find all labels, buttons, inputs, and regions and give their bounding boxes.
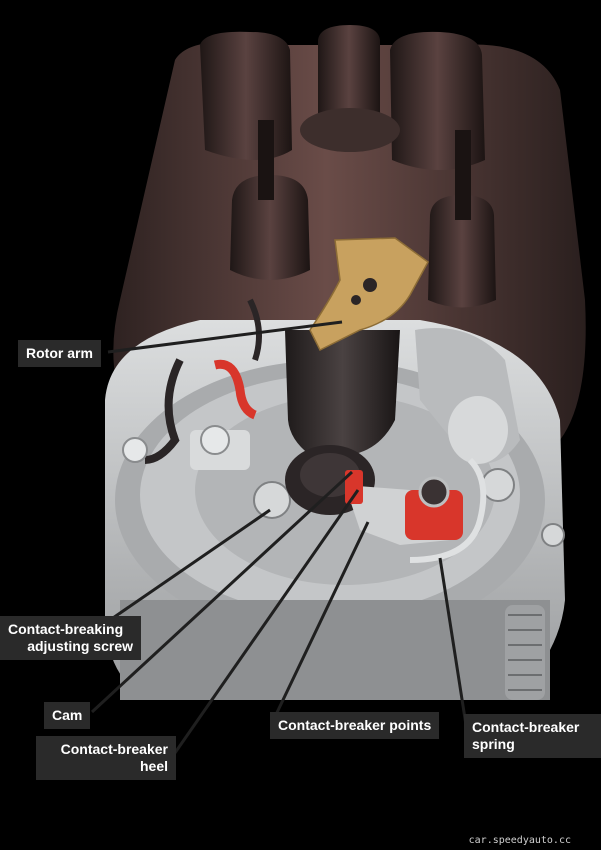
terminal-posts: [122, 425, 565, 547]
spring-line-1: Contact-breaker: [472, 719, 580, 735]
adjusting-screw-line-2: adjusting screw: [27, 638, 133, 654]
label-contact-breaker-heel: Contact-breaker heel: [36, 736, 176, 780]
heel-line-2: heel: [139, 758, 168, 774]
knurled-wheel: [505, 605, 545, 700]
leader-cam: [90, 470, 354, 714]
contact-breaker-spring: [409, 457, 487, 563]
watermark-text: car.speedyauto.cc: [468, 835, 571, 846]
spring-line-2: spring: [472, 736, 515, 752]
leader-heel: [168, 489, 360, 761]
label-adjusting-screw: Contact-breaking adjusting screw: [0, 616, 141, 660]
leader-points: [270, 521, 370, 724]
wiring: [144, 298, 262, 464]
contact-breaker-assembly: [345, 470, 463, 545]
heel-line-1: Contact-breaker: [60, 741, 168, 757]
label-cam: Cam: [44, 702, 91, 729]
label-rotor-arm: Rotor arm: [18, 340, 101, 367]
label-contact-breaker-spring: Contact-breaker spring: [464, 714, 601, 758]
condenser: [415, 328, 520, 464]
leader-adjusting-screw: [109, 508, 271, 622]
leader-spring: [438, 557, 468, 726]
label-contact-breaker-points: Contact-breaker points: [270, 712, 440, 739]
leader-lines: [90, 320, 468, 761]
leader-rotor-arm: [107, 320, 343, 354]
ht-lead-towers: [200, 25, 496, 308]
adjusting-screw-line-1: Contact-breaking: [8, 621, 124, 637]
